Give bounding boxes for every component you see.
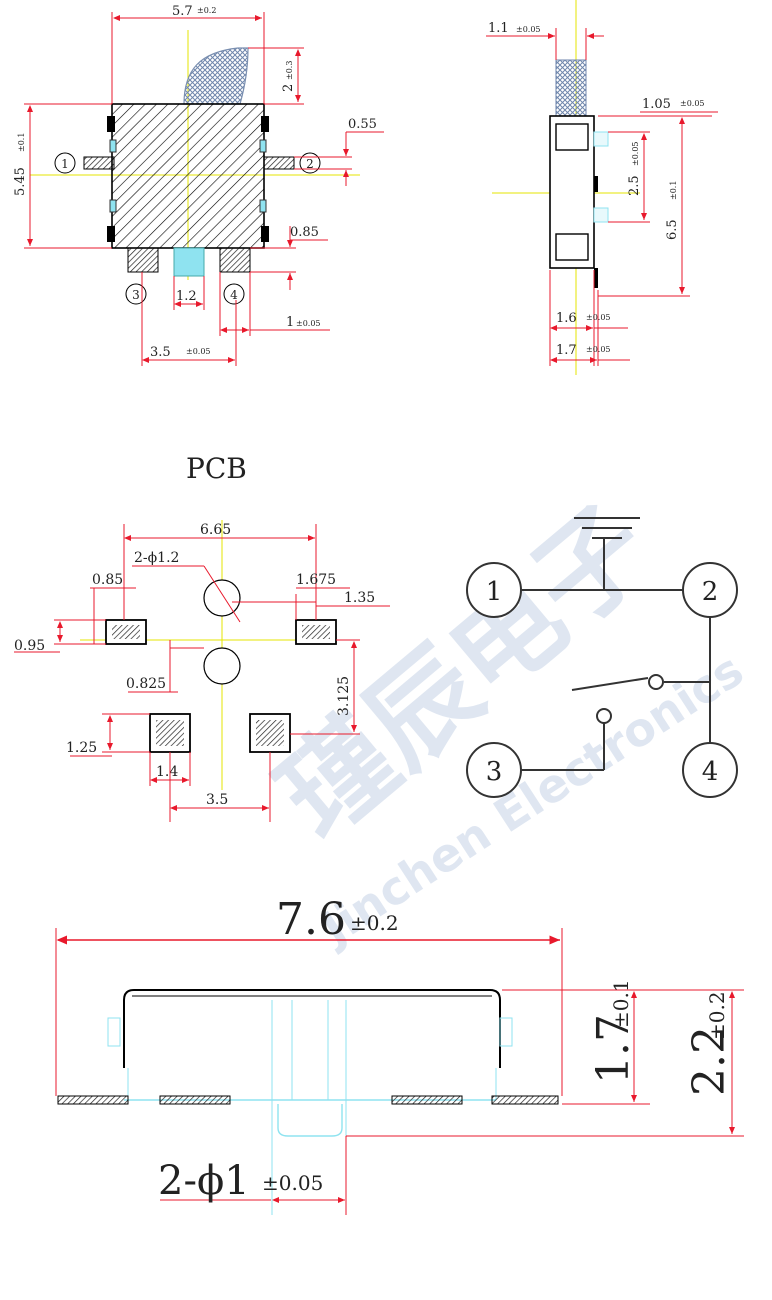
- node-3: 3: [486, 757, 503, 787]
- node-4: 4: [702, 757, 719, 787]
- pcb-pad-gap: 1.35: [344, 590, 375, 606]
- dim-pad-width-tol: ±0.05: [296, 319, 321, 328]
- dim-side-height-tol: ±0.1: [669, 181, 678, 200]
- dim-inner-tol: ±0.05: [631, 141, 640, 166]
- dim-leg: 1.05: [642, 97, 671, 112]
- pin-label-2: 2: [306, 157, 314, 171]
- dim-actuator-tol: ±0.3: [285, 61, 294, 80]
- dim-pad-width: 1: [286, 315, 294, 330]
- pcb-pad-bottom-h: 1.25: [66, 740, 97, 756]
- schematic: [466, 517, 738, 798]
- dim-holes-tol: ±0.05: [262, 1171, 323, 1195]
- dim-side-height: 6.5: [665, 219, 680, 240]
- side-view: 1.1 ±0.05 1.05 ±0.05 2.5 ±0.05 6.5 ±0.1 …: [486, 0, 718, 375]
- dim-total: 2.2: [684, 1026, 735, 1096]
- pcb-layout: PCB 6.65 2-ϕ1.2 0.85 0.95: [14, 452, 390, 822]
- dim-actuator: 2: [281, 84, 296, 92]
- dim-pitch-tol: ±0.05: [186, 347, 211, 356]
- dim-depth-b-tol: ±0.05: [586, 345, 611, 354]
- pcb-vert: 3.125: [336, 676, 352, 716]
- top-view: 1 2 3 4 5.7 ±0.2 2 ±0.3 5.45 ±0.1 0.55: [13, 4, 384, 366]
- pin-label-4: 4: [230, 288, 238, 302]
- schematic-labels: 1 2 3 4: [486, 577, 719, 787]
- dim-depth-a: 1.6: [556, 311, 577, 326]
- node-1: 1: [486, 577, 503, 607]
- pin-label-3: 3: [132, 288, 140, 302]
- dim-inner: 2.5: [627, 175, 642, 196]
- pcb-hole-offset: 0.825: [126, 676, 166, 692]
- dim-leg-tol: ±0.05: [680, 99, 705, 108]
- dim-height: 5.45: [13, 167, 28, 196]
- dim-front-height-tol: ±0.1: [609, 979, 633, 1028]
- dim-actuator-width: 1.1: [488, 21, 509, 36]
- dim-actuator-width-tol: ±0.05: [516, 25, 541, 34]
- dim-front-height: 1.7: [588, 1014, 639, 1084]
- watermark: 瑾辰电子 Jinchen Electronics: [255, 481, 752, 956]
- pcb-title: PCB: [186, 452, 247, 485]
- pcb-pad-bottom-w: 1.4: [156, 764, 178, 780]
- dim-total-tol: ±0.2: [705, 991, 729, 1040]
- pcb-pad-w: 0.85: [92, 572, 123, 588]
- dim-width-tol: ±0.2: [197, 6, 216, 15]
- dim-gap: 1.2: [176, 289, 197, 304]
- pcb-pad-h: 0.95: [14, 638, 45, 654]
- node-2: 2: [702, 577, 719, 607]
- dim-pitch: 3.5: [150, 345, 171, 360]
- pcb-offset: 1.675: [296, 572, 336, 588]
- pcb-span: 6.65: [200, 522, 231, 538]
- pcb-pitch: 3.5: [206, 792, 228, 808]
- dim-height-tol: ±0.1: [17, 133, 26, 152]
- dim-depth-b: 1.7: [556, 343, 577, 358]
- pcb-holes: 2-ϕ1.2: [134, 550, 179, 566]
- dim-pin-width: 0.55: [348, 117, 377, 132]
- dim-length-tol: ±0.2: [350, 911, 399, 935]
- dim-pad-height: 0.85: [290, 225, 319, 240]
- front-view: 7.6 ±0.2 1.7 ±0.1 2.2 ±0.2 2-ϕ1 ±0.05: [55, 894, 744, 1215]
- dim-length: 7.6: [276, 894, 346, 945]
- dim-holes: 2-ϕ1: [158, 1158, 250, 1204]
- dim-width: 5.7: [172, 4, 193, 19]
- pin-label-1: 1: [61, 157, 69, 171]
